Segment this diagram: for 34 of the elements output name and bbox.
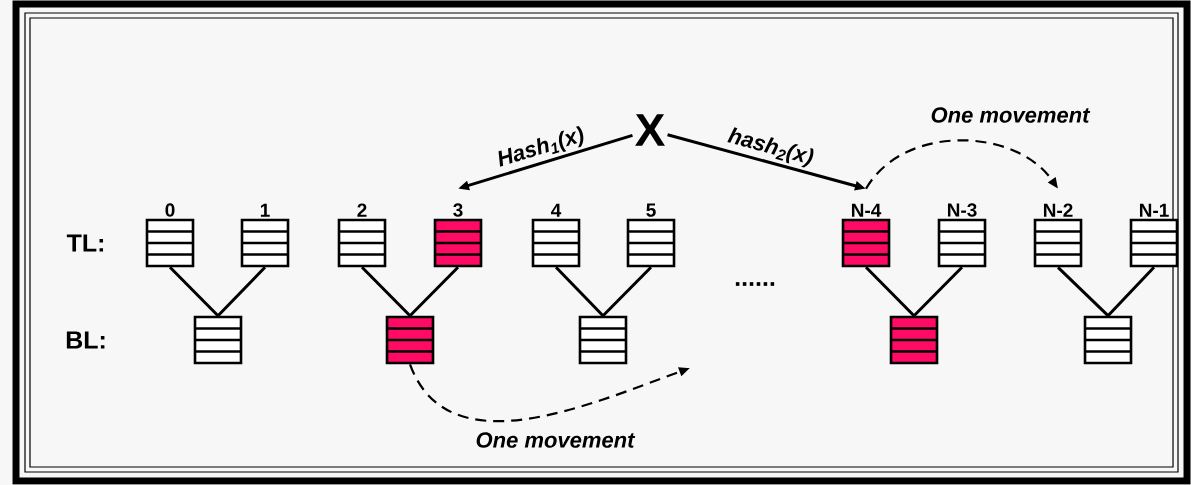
item-letter: X <box>635 114 665 146</box>
node-label: 5 <box>646 203 656 217</box>
bucket: N-1 <box>1129 203 1179 268</box>
node-label: N-1 <box>1139 203 1169 217</box>
node-label: N-3 <box>947 203 977 217</box>
arrow <box>865 139 1058 190</box>
bucket <box>578 315 628 365</box>
node-label: 2 <box>357 203 367 217</box>
row-label: ...... <box>735 282 775 286</box>
node-label: 0 <box>165 203 175 217</box>
bucket <box>193 315 243 365</box>
bucket <box>385 315 435 365</box>
row-label: TL: <box>66 234 104 252</box>
bucket: 1 <box>240 203 290 268</box>
node-label: N-2 <box>1043 203 1073 217</box>
bucket: N-2 <box>1033 203 1083 268</box>
bucket: 2 <box>337 203 387 268</box>
edge-label: Hash$_{1}$(x) <box>493 124 589 173</box>
node-label: 1 <box>260 203 270 217</box>
row-label: BL: <box>66 331 105 349</box>
bucket: N-3 <box>937 203 987 268</box>
bucket: 4 <box>531 203 581 268</box>
edge-label: hash$_{2}$(x) <box>724 125 817 171</box>
bucket: 5 <box>626 203 676 268</box>
node-label: 3 <box>453 203 463 217</box>
node-label: N-4 <box>851 203 882 217</box>
bucket <box>889 315 939 365</box>
bucket <box>1083 315 1133 365</box>
node-label: 4 <box>551 203 562 217</box>
bucket: N-4 <box>841 203 891 268</box>
bucket: 3 <box>433 203 483 268</box>
edge-label: One movement <box>929 106 1091 124</box>
bucket: 0 <box>145 203 195 268</box>
edge-label: One movement <box>474 431 636 449</box>
